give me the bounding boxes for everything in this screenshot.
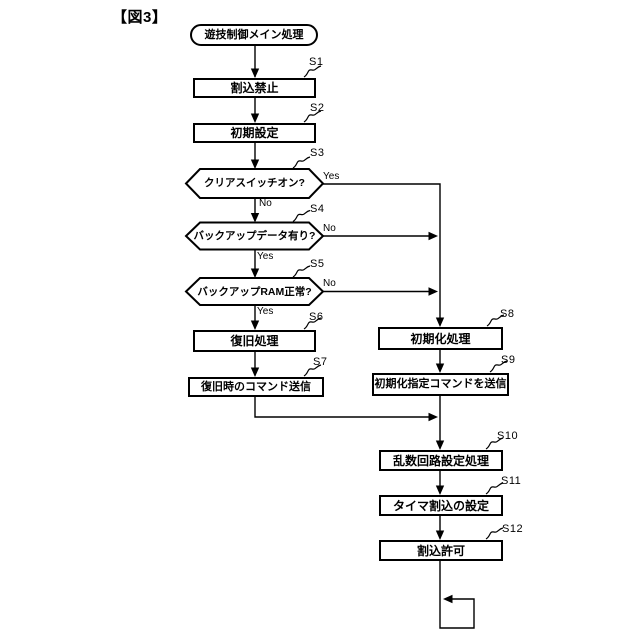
arrowheads <box>250 68 453 604</box>
node-s4-label: バックアップデータ有り? <box>193 229 316 242</box>
node-s9: 初期化指定コマンドを送信 <box>372 373 509 396</box>
step-label-s1: S1 <box>309 56 324 68</box>
node-s7-label: 復旧時のコマンド送信 <box>201 380 311 393</box>
decision-s4-shape <box>184 221 325 251</box>
node-s2: 初期設定 <box>193 123 316 143</box>
node-s5: バックアップRAM正常? <box>186 279 323 305</box>
node-s1-label: 割込禁止 <box>230 81 279 95</box>
step-label-s6: S6 <box>309 311 324 323</box>
step-label-s7: S7 <box>313 356 328 368</box>
node-s3: クリアスイッチオン? <box>186 170 323 197</box>
branch-label-s4-yes: Yes <box>257 251 274 262</box>
node-s11-label: タイマ割込の設定 <box>392 498 489 513</box>
step-label-s8: S8 <box>500 308 515 320</box>
step-label-s11: S11 <box>501 475 522 487</box>
node-start: 遊技制御メイン処理 <box>190 24 318 46</box>
node-s10: 乱数回路設定処理 <box>379 450 503 471</box>
step-label-s10: S10 <box>497 430 519 442</box>
node-s5-label: バックアップRAM正常? <box>197 285 312 298</box>
node-s4: バックアップデータ有り? <box>186 223 323 249</box>
branch-label-s3-no: No <box>259 198 272 209</box>
step-label-s12: S12 <box>502 523 524 535</box>
step-label-s2: S2 <box>310 102 325 114</box>
node-s2-label: 初期設定 <box>230 126 279 140</box>
node-s1: 割込禁止 <box>193 78 316 98</box>
node-s6-label: 復旧処理 <box>230 334 279 348</box>
node-s6: 復旧処理 <box>193 330 316 352</box>
node-start-label: 遊技制御メイン処理 <box>204 28 304 41</box>
node-s8: 初期化処理 <box>378 327 503 350</box>
step-label-connectors <box>292 65 508 540</box>
branch-label-s4-no: No <box>323 223 336 234</box>
decision-s3-shape <box>184 168 325 199</box>
decision-shapes <box>184 168 325 306</box>
branch-label-s5-yes: Yes <box>257 306 274 317</box>
node-s12-label: 割込許可 <box>416 543 465 558</box>
node-s7: 復旧時のコマンド送信 <box>188 377 324 397</box>
figure-label: 【図3】 <box>112 9 168 26</box>
step-label-s9: S9 <box>501 354 516 366</box>
branch-label-s5-no: No <box>323 278 336 289</box>
branch-label-s3-yes: Yes <box>323 171 340 182</box>
step-label-s4: S4 <box>310 203 325 215</box>
node-s10-label: 乱数回路設定処理 <box>392 453 489 468</box>
node-s11: タイマ割込の設定 <box>379 495 503 516</box>
node-s3-label: クリアスイッチオン? <box>204 177 305 190</box>
node-s12: 割込許可 <box>379 540 503 561</box>
node-s8-label: 初期化処理 <box>410 331 471 346</box>
decision-s5-shape <box>184 277 325 306</box>
step-label-s5: S5 <box>310 258 325 270</box>
step-label-s3: S3 <box>310 147 325 159</box>
node-s9-label: 初期化指定コマンドを送信 <box>374 378 507 390</box>
